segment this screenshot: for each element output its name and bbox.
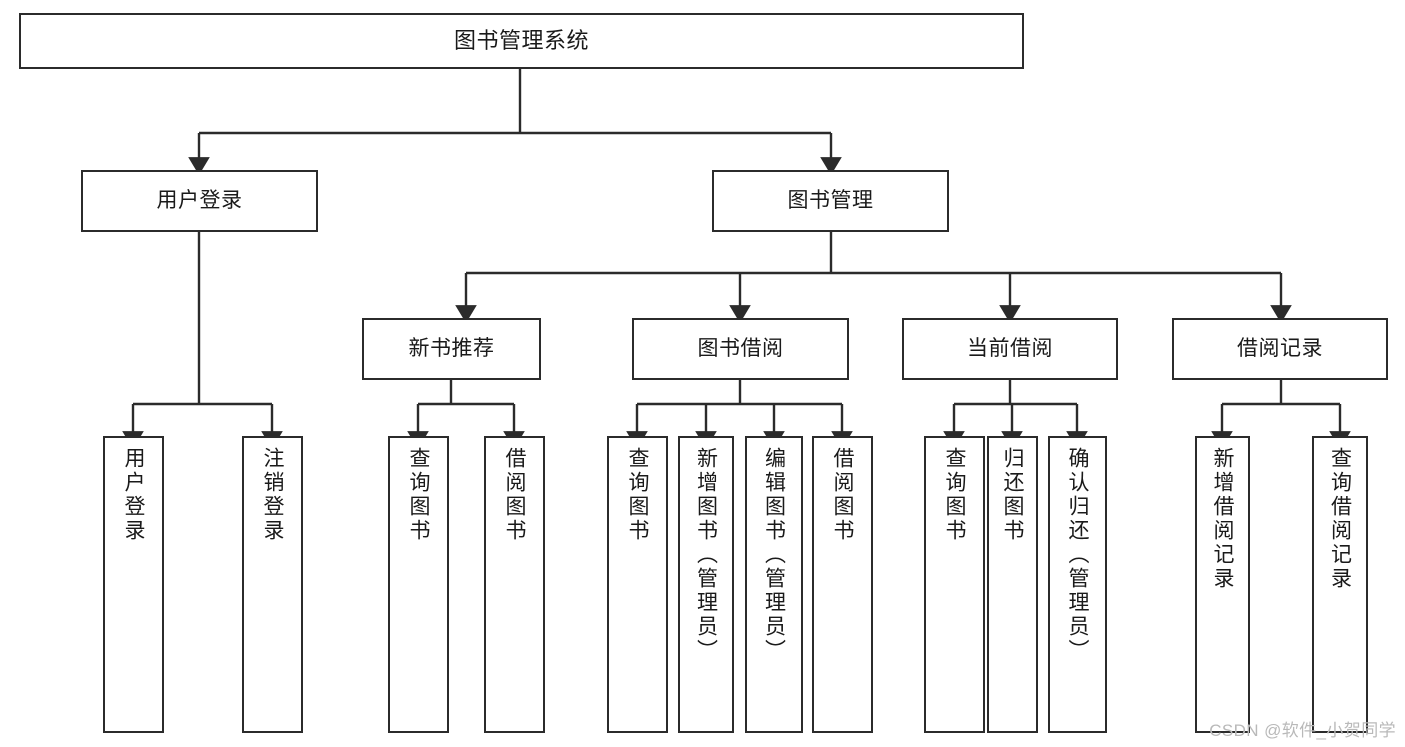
node-book-management[interactable]: 图书管理 [712,170,949,232]
node-label: 当前借阅 [967,337,1053,361]
node-label: 用户登录 [122,447,145,543]
node-label: 借阅图书 [503,447,526,543]
leaf-book-borrow-query[interactable]: 查询图书 [607,436,668,733]
node-label: 查询图书 [626,447,649,543]
node-label: 查询借阅记录 [1328,447,1352,591]
leaf-new-book-borrow[interactable]: 借阅图书 [484,436,545,733]
node-new-book-recommendation[interactable]: 新书推荐 [362,318,541,380]
leaf-book-borrow-borrow[interactable]: 借阅图书 [812,436,873,733]
node-label: 新增图书（管理员） [694,447,718,663]
node-label: 图书管理系统 [453,27,589,53]
leaf-user-login-logout[interactable]: 注销登录 [242,436,303,733]
node-label: 查询图书 [407,447,430,543]
node-book-borrowing[interactable]: 图书借阅 [632,318,849,380]
leaf-user-login-login[interactable]: 用户登录 [103,436,164,733]
node-label: 确认归还（管理员） [1066,447,1089,663]
leaf-book-borrow-edit-admin[interactable]: 编辑图书（管理员） [745,436,803,733]
node-root-book-management-system[interactable]: 图书管理系统 [19,13,1024,69]
node-user-login[interactable]: 用户登录 [81,170,318,232]
node-label: 用户登录 [156,189,243,213]
node-label: 借阅记录 [1237,337,1323,361]
node-label: 图书管理 [787,189,874,213]
node-label: 借阅图书 [831,447,854,543]
leaf-new-book-query[interactable]: 查询图书 [388,436,449,733]
node-current-borrowing[interactable]: 当前借阅 [902,318,1118,380]
node-label: 查询图书 [943,447,966,543]
leaf-current-borrow-query[interactable]: 查询图书 [924,436,985,733]
leaf-current-borrow-confirm-return-admin[interactable]: 确认归还（管理员） [1048,436,1107,733]
node-label: 编辑图书（管理员） [762,447,786,663]
node-label: 注销登录 [261,447,284,543]
watermark: CSDN @软件_小贺同学 [1209,721,1396,740]
node-label: 新增借阅记录 [1211,447,1234,591]
leaf-book-borrow-add-admin[interactable]: 新增图书（管理员） [678,436,734,733]
leaf-borrow-record-add[interactable]: 新增借阅记录 [1195,436,1250,733]
node-label: 新书推荐 [408,337,495,361]
node-label: 归还图书 [1001,447,1024,543]
leaf-current-borrow-return[interactable]: 归还图书 [987,436,1038,733]
node-borrowing-records[interactable]: 借阅记录 [1172,318,1388,380]
node-label: 图书借阅 [697,337,784,361]
leaf-borrow-record-query[interactable]: 查询借阅记录 [1312,436,1368,733]
